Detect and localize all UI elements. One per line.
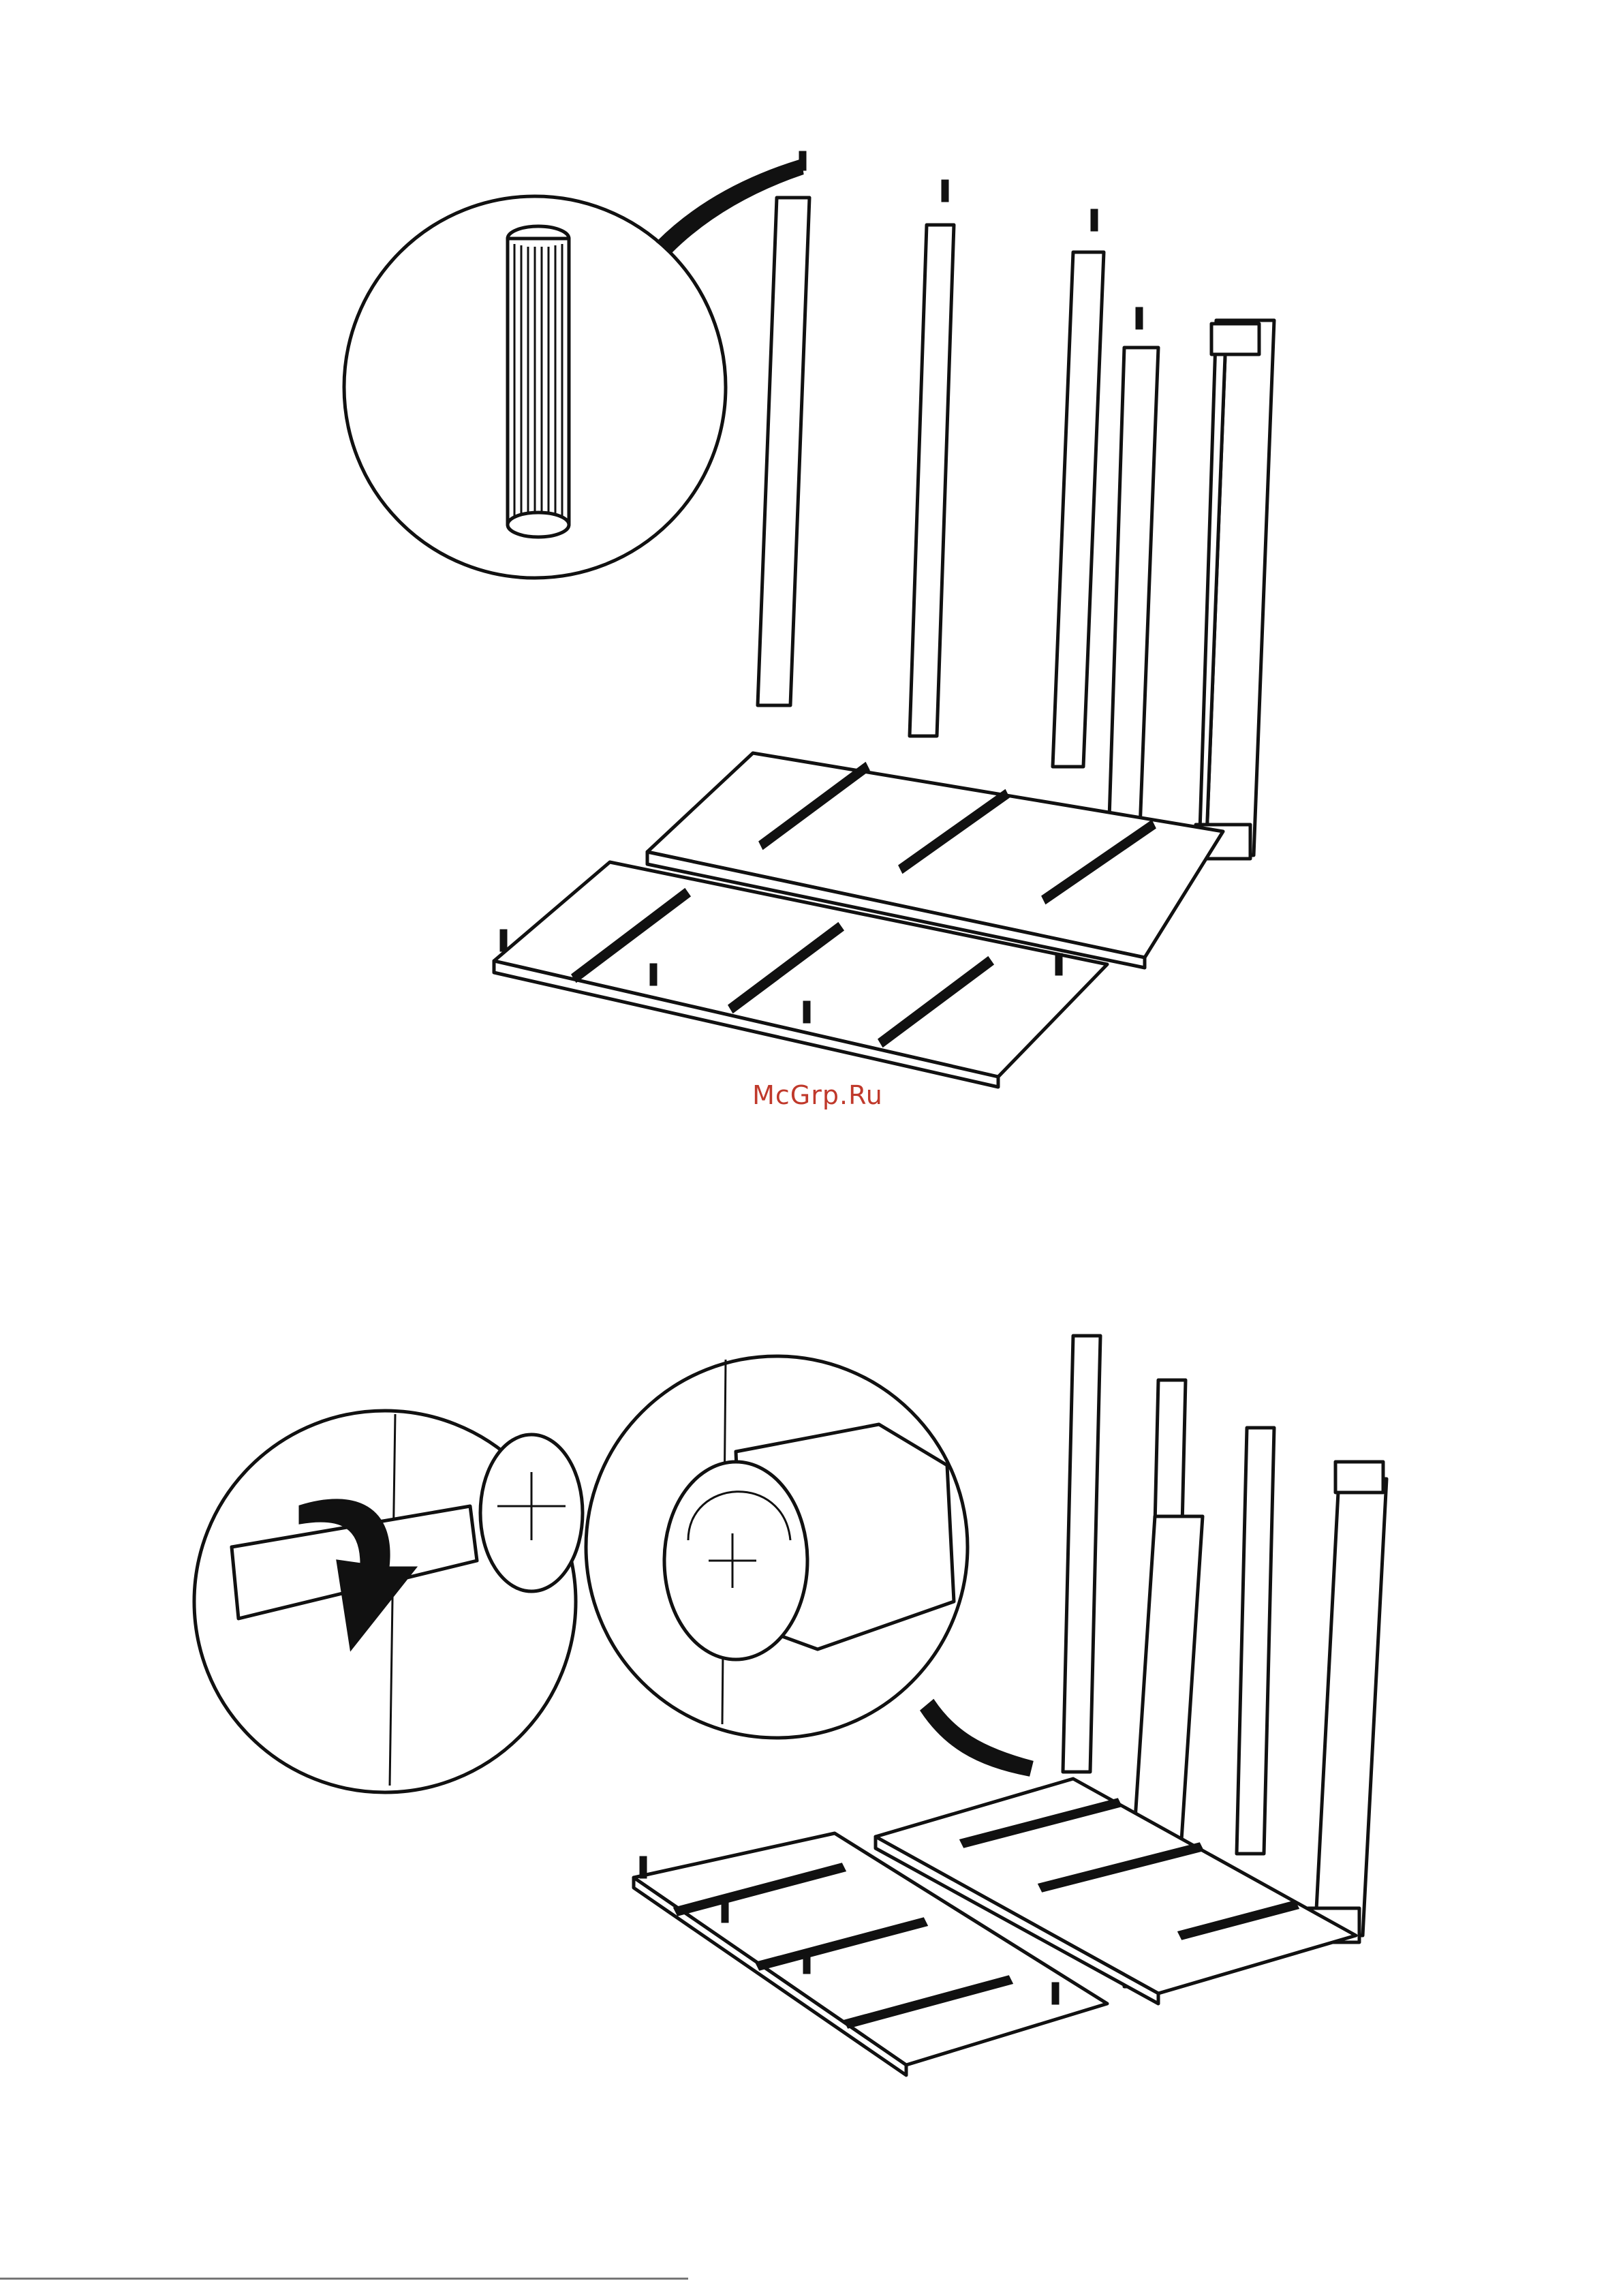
top-step-drawing <box>344 152 1274 1087</box>
cam-lock-callout <box>586 1356 1032 1775</box>
watermark: McGrp.Ru <box>681 1080 954 1110</box>
dowel-icon <box>508 226 569 537</box>
cam-screw-icon <box>480 1435 583 1591</box>
footer-rule <box>0 2278 688 2280</box>
screwdriver-callout <box>194 1411 583 1792</box>
bottom-step-drawing <box>194 1336 1387 2075</box>
dowel-callout <box>344 160 803 578</box>
